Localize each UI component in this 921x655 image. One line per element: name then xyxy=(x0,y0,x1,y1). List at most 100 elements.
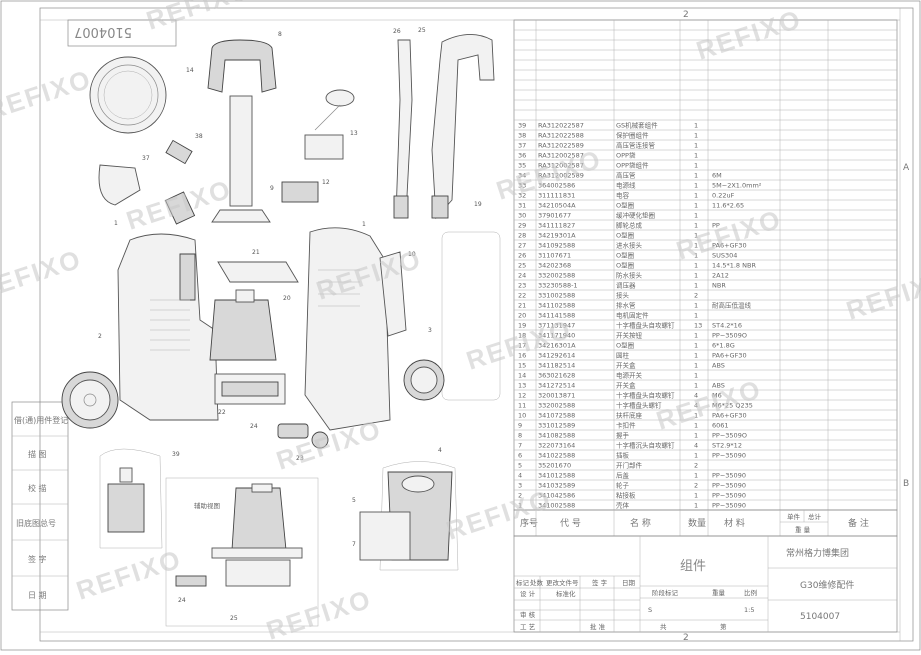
bom-cell: 9 xyxy=(518,422,522,430)
bom-cell: 1 xyxy=(694,412,698,420)
bom-cell: 1 xyxy=(694,202,698,210)
side-label-date: 日 期 xyxy=(28,591,47,600)
bom-cell: 23 xyxy=(518,282,526,290)
svg-text:1: 1 xyxy=(114,220,118,227)
bom-cell: 28 xyxy=(518,232,526,240)
bom-cell: 364002586 xyxy=(538,182,575,190)
bom-cell: 1 xyxy=(694,122,698,130)
bom-cell: PA6+GF30 xyxy=(712,242,747,250)
bom-cell: ABS xyxy=(712,362,725,370)
bom-cell: 1 xyxy=(694,152,698,160)
part-hose-reel xyxy=(89,56,167,134)
bom-cell: 33 xyxy=(518,182,526,190)
bom-cell: 1 xyxy=(694,342,698,350)
bom-cell: 1 xyxy=(694,492,698,500)
bom-cell: 十字槽盘头自攻螺钉 xyxy=(616,321,675,330)
zone-letter-a: A xyxy=(903,163,910,173)
bom-cell: ST4.2*16 xyxy=(712,322,742,330)
tb-weight: 重量 xyxy=(712,589,726,597)
bom-cell: 防水接头 xyxy=(616,271,643,280)
bom-cell: 4 xyxy=(694,442,698,450)
bom-cell: 341272514 xyxy=(538,382,575,390)
bom-cell: 19 xyxy=(518,322,526,330)
bom-cell: 1 xyxy=(694,452,698,460)
bom-cell: 1 xyxy=(694,132,698,140)
tb-file: 更改文件号 xyxy=(546,578,579,587)
bom-cell: 6*1.8G xyxy=(712,342,735,350)
bom-cell: 1 xyxy=(694,372,698,380)
svg-text:37: 37 xyxy=(142,155,150,162)
bom-cell: 高压管 xyxy=(616,171,636,180)
part-lance xyxy=(395,39,413,216)
bom-cell: 接头 xyxy=(616,291,630,300)
bom-cell: 1 xyxy=(694,222,698,230)
bom-cell: 33230588-1 xyxy=(538,282,578,290)
bom-cell: 排水管 xyxy=(616,301,636,310)
watermark-12: REFIXO xyxy=(653,374,766,436)
bom-cell: 36 xyxy=(518,152,526,160)
bom-cell: 1 xyxy=(694,502,698,510)
bom-cell: 1 xyxy=(694,352,698,360)
bom-cell: 1 xyxy=(694,212,698,220)
bom-cell: O型圈 xyxy=(616,261,634,270)
watermark-4: REFIXO xyxy=(123,174,236,236)
bom-cell: 31107671 xyxy=(538,252,571,260)
zone-number-top: 2 xyxy=(683,10,689,20)
bom-cell: 341042586 xyxy=(538,492,575,500)
bom-cell: 1 xyxy=(694,422,698,430)
bom-cell: 4 xyxy=(518,472,522,480)
bom-cell: 341012588 xyxy=(538,472,575,480)
watermark-9: REFIXO xyxy=(843,264,921,326)
watermark-15: REFIXO xyxy=(263,584,376,646)
bom-cell: 34219301A xyxy=(538,232,576,240)
tb-assembly: 组件 xyxy=(680,559,706,574)
bom-cell: 1 xyxy=(694,432,698,440)
left-register: 借(通)用件登记 描 图 校 描 旧底图总号 签 字 日 期 xyxy=(11,401,69,611)
bom-cell: O型圈 xyxy=(616,341,634,350)
bom-cell: 脚轮总成 xyxy=(616,221,643,230)
svg-text:9: 9 xyxy=(270,185,274,192)
bom-cell: 20 xyxy=(518,312,526,320)
part-handle-tube xyxy=(229,95,253,207)
bom-cell: GS机械套组件 xyxy=(616,121,658,130)
bom-cell: 后盖 xyxy=(616,471,630,480)
tb-sheet: S xyxy=(648,606,652,614)
bom-cell: 卡扣件 xyxy=(616,421,636,430)
bom-cell: 363021628 xyxy=(538,372,575,380)
svg-text:25: 25 xyxy=(230,615,238,622)
bom-cell: PP~35090 xyxy=(712,492,746,500)
bom-cell: 341032589 xyxy=(538,482,575,490)
bom-cell: 扶杆底座 xyxy=(616,411,643,420)
bom-cell: 341141588 xyxy=(538,312,575,320)
auxiliary-view: 辅助视图 24 25 xyxy=(165,477,319,627)
part-housing-left xyxy=(117,233,219,421)
bom-cell: 341072588 xyxy=(538,412,575,420)
watermark-3: REFIXO xyxy=(693,4,806,66)
bom-header: 序号 代 号 名 称 数量 材 料 单件 总计 重 量 备 注 xyxy=(513,509,898,537)
bom-cell: 341102588 xyxy=(538,302,575,310)
side-label-borrowed: 借(通)用件登记 xyxy=(14,415,68,425)
svg-text:3: 3 xyxy=(428,327,432,334)
bom-cell: 1 xyxy=(694,242,698,250)
tb-drawing-number: 5104007 xyxy=(800,612,840,622)
bom-cell: 轮子 xyxy=(616,481,630,490)
svg-text:23: 23 xyxy=(296,455,304,462)
bom-cell: 341171940 xyxy=(538,332,575,340)
bom-cell: 14 xyxy=(518,372,526,380)
svg-text:22: 22 xyxy=(218,409,226,416)
bom-cell: PP~35090 xyxy=(712,482,746,490)
bom-header-seq: 序号 xyxy=(520,517,538,529)
bom-cell: 1 xyxy=(694,172,698,180)
part-rear-cover xyxy=(379,461,459,571)
bom-cell: PP xyxy=(712,222,720,230)
tb-audit: 审 核 xyxy=(520,610,536,619)
bom-cell: SUS304 xyxy=(712,252,737,260)
bom-header-name: 名 称 xyxy=(630,517,651,529)
bom-cell: M6*25 Q235 xyxy=(712,402,753,410)
bom-cell: 29 xyxy=(518,222,526,230)
bom-cell: 开关按钮 xyxy=(616,331,643,340)
bom-cell: 0.22uF xyxy=(712,192,735,200)
bom-cell: 1 xyxy=(694,272,698,280)
bom-cell: RA312022589 xyxy=(538,142,584,150)
bom-cell: 1 xyxy=(694,472,698,480)
